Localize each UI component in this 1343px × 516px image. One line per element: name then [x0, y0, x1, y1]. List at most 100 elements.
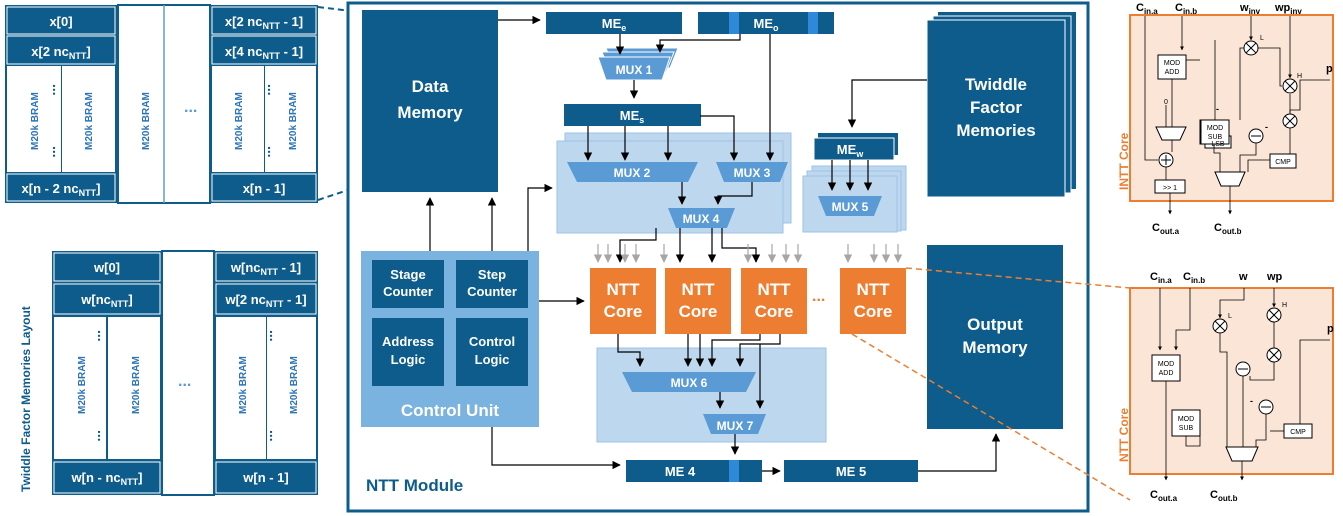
control-unit-label: Control Unit [401, 401, 500, 420]
twiddle-ellipsis: ... [178, 373, 191, 390]
twiddle-factor-memories: Twiddle Factor Memories [926, 12, 1076, 198]
data-cell-x-n-2nc: x[n - 2 ncNTT] [6, 173, 116, 202]
svg-text:wpinv: wpinv [1274, 2, 1302, 16]
svg-text:p: p [1327, 323, 1334, 335]
svg-text:0: 0 [1164, 99, 1168, 106]
twiddle-cell-w-n-1: w[n - 1] [215, 461, 317, 494]
svg-text:ADD: ADD [1165, 69, 1180, 76]
twiddle-layout-side-label: Twiddle Factor Memories Layout [19, 306, 33, 492]
data-cell-x0: x[0] [6, 6, 116, 35]
svg-text:MUX 2: MUX 2 [614, 166, 651, 180]
svg-text:CMP: CMP [1290, 429, 1306, 436]
data-ellipsis: ... [184, 99, 197, 116]
svg-text:NTT: NTT [681, 280, 715, 299]
svg-text:winv: winv [1239, 2, 1261, 16]
data-cell-x-2nc: x[2 ncNTT] [6, 35, 116, 65]
svg-text:Core: Core [755, 302, 794, 321]
svg-text:Data: Data [412, 77, 449, 96]
mux-4: MUX 4 [668, 208, 735, 228]
svg-text:MOD: MOD [1158, 361, 1174, 368]
svg-text:...: ... [265, 84, 281, 96]
svg-text:Logic: Logic [475, 352, 510, 367]
svg-text:L: L [1260, 35, 1264, 42]
ntt-core-detail: NTT Core Cin.a Cin.b w wp p MOD ADD MOD … [1117, 271, 1334, 503]
mux-5-panel: MUX 5 [802, 165, 907, 233]
twiddle-memory-layout: Twiddle Factor Memories Layout w[0] w[nc… [19, 250, 318, 496]
svg-text:MEo: MEo [754, 16, 780, 33]
me-5: ME 5 [784, 460, 918, 482]
svg-text:x[n - 2 ncNTT]: x[n - 2 ncNTT] [22, 181, 101, 198]
svg-text:NTT: NTT [757, 280, 791, 299]
svg-text:L: L [1228, 313, 1232, 320]
svg-text:ME 5: ME 5 [836, 464, 866, 479]
svg-text:Counter: Counter [467, 284, 517, 299]
svg-text:NTT: NTT [856, 280, 890, 299]
ntt-core-detail-label: NTT Core [1117, 408, 1131, 462]
svg-text:ME 4: ME 4 [665, 464, 696, 479]
data-bram-label: M20k BRAM [288, 92, 299, 150]
mux-7: MUX 7 [703, 414, 766, 434]
data-cell-x-2nc-1: x[2 ncNTT - 1] [211, 6, 317, 35]
svg-text:Cin.b: Cin.b [1183, 271, 1205, 285]
svg-text:MEs: MEs [620, 108, 645, 125]
data-bram-label: M20k BRAM [84, 92, 95, 150]
svg-text:w[ncNTT - 1]: w[ncNTT - 1] [230, 260, 301, 277]
svg-text:ADD: ADD [1159, 370, 1174, 377]
svg-text:H: H [1297, 73, 1302, 80]
me-e: MEe [546, 12, 682, 34]
svg-text:MOD: MOD [1164, 60, 1180, 67]
svg-text:CMP: CMP [1275, 159, 1291, 166]
svg-text:Factor: Factor [970, 98, 1022, 117]
ntt-module-label: NTT Module [366, 476, 463, 495]
svg-text:MUX 6: MUX 6 [671, 376, 708, 390]
svg-text:...: ... [267, 430, 283, 442]
svg-text:-: - [1216, 104, 1219, 114]
svg-text:LSB: LSB [1211, 141, 1225, 148]
svg-text:>> 1: >> 1 [1163, 185, 1177, 192]
data-bram-label: M20k BRAM [30, 92, 41, 150]
stage-counter: Stage Counter [372, 260, 444, 308]
svg-text:x[2 ncNTT]: x[2 ncNTT] [31, 44, 90, 61]
svg-text:...: ... [95, 330, 111, 342]
svg-text:Cin.a: Cin.a [1150, 271, 1172, 285]
me-w: MEw [813, 133, 898, 161]
twiddle-cell-w-n-nc: w[n - ncNTT] [53, 461, 161, 494]
ntt-module-wires [425, 15, 1001, 476]
svg-text:Address: Address [382, 334, 434, 349]
svg-text:Step: Step [478, 267, 506, 282]
svg-text:x[4 ncNTT - 1]: x[4 ncNTT - 1] [225, 44, 303, 61]
svg-text:p: p [1326, 63, 1333, 75]
data-memory: Data Memory [362, 10, 498, 192]
control-logic: Control Logic [456, 318, 528, 386]
svg-text:Counter: Counter [383, 284, 433, 299]
svg-text:SUB: SUB [1179, 425, 1194, 432]
svg-text:Cout.b: Cout.b [1210, 489, 1238, 503]
svg-text:MUX 7: MUX 7 [717, 419, 754, 433]
svg-text:...: ... [50, 146, 66, 158]
address-logic: Address Logic [372, 318, 444, 386]
mux-5: MUX 5 [832, 200, 869, 214]
twiddle-cell-w0: w[0] [53, 252, 161, 282]
svg-text:Core: Core [604, 302, 643, 321]
ntt-core-3: NTT Core [741, 268, 807, 334]
svg-text:Logic: Logic [391, 352, 426, 367]
svg-text:...: ... [50, 84, 66, 96]
svg-text:Control: Control [469, 334, 515, 349]
ntt-core-2: NTT Core [665, 268, 731, 334]
svg-text:H: H [1282, 302, 1287, 309]
svg-text:w[n - 1]: w[n - 1] [242, 470, 289, 485]
mux-6: MUX 6 [622, 372, 756, 392]
svg-text:Cout.b: Cout.b [1214, 222, 1242, 236]
svg-text:...: ... [265, 146, 281, 158]
svg-text:MEw: MEw [837, 142, 865, 159]
svg-text:Core: Core [679, 302, 718, 321]
svg-text:Cout.a: Cout.a [1152, 222, 1180, 236]
twiddle-cell-w-nc: w[ncNTT] [53, 283, 161, 315]
svg-text:x[2 ncNTT - 1]: x[2 ncNTT - 1] [225, 14, 303, 31]
mux-234-panel: MUX 2 MUX 3 MUX 4 [556, 132, 792, 234]
svg-text:...: ... [267, 330, 283, 342]
twiddle-bram-label: M20k BRAM [289, 356, 300, 414]
twiddle-bram-label: M20k BRAM [77, 356, 88, 414]
intt-core-detail: INTT Core Cin.a Cin.b winv wpinv p MOD A… [1117, 2, 1334, 236]
